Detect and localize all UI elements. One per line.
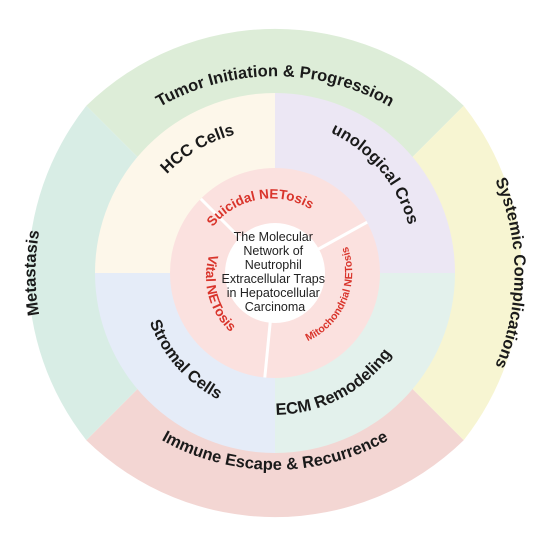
center-title-line: Carcinoma <box>245 300 305 314</box>
center-title-line: The Molecular <box>234 230 313 244</box>
center-title-line: Neutrophil <box>245 258 302 272</box>
center-title-line: in Hepatocellular <box>227 286 320 300</box>
center-title-line: Extracellular Traps <box>222 272 326 286</box>
inner-ring-divider <box>310 220 368 255</box>
svg-text:Metastasis: Metastasis <box>21 229 43 318</box>
center-title: The Molecular Network of Neutrophil Extr… <box>222 230 329 314</box>
center-title-line: Network of <box>243 244 303 258</box>
outer-label-metastasis: Metastasis <box>21 229 43 318</box>
center-circle <box>225 223 325 323</box>
inner-ring-divider <box>263 314 273 378</box>
inner-ring-divider <box>199 197 248 246</box>
